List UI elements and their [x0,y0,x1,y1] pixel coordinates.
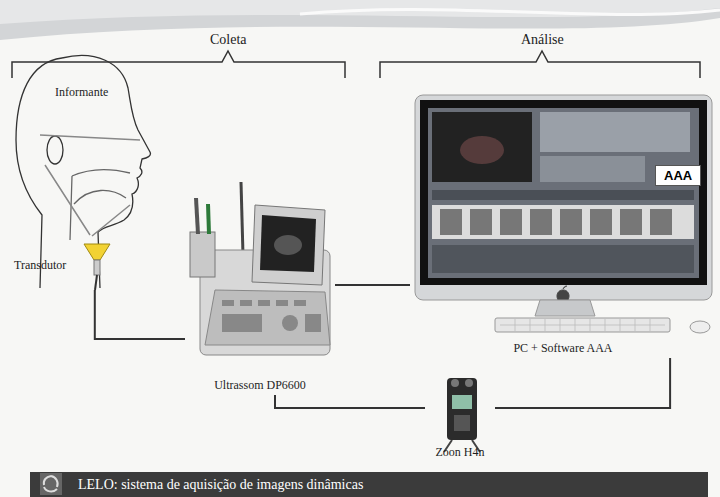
ultrasound-device: Ultrassom DP6600 [185,195,335,395]
cable-line [95,290,185,339]
computer: PC + Software AAA AAA [410,90,716,358]
software-badge: AAA [655,165,701,186]
cable [275,395,425,408]
cable-line [275,395,425,408]
device-label: AAA [664,168,692,183]
cable [335,285,410,286]
section-heading: Análise [521,32,564,48]
device-label: Informante [55,85,108,100]
part-label: Transdutor [14,258,66,273]
logo-icon [40,473,62,495]
cable-line [335,284,410,286]
device-label: Zoon H4n [436,445,485,460]
section-heading: Coleta [210,32,247,48]
cable [495,358,670,408]
device-label: Ultrassom DP6600 [214,378,306,393]
cable-line [495,358,670,408]
informant-head: Informante [15,55,155,290]
caption-band: LELO: sistema de aquisição de imagens di… [30,472,708,497]
audio-recorder: Zoon H4n [425,372,495,462]
device-label: PC + Software AAA [513,341,612,356]
cable [95,290,185,339]
caption: LELO: sistema de aquisição de imagens di… [78,472,363,497]
